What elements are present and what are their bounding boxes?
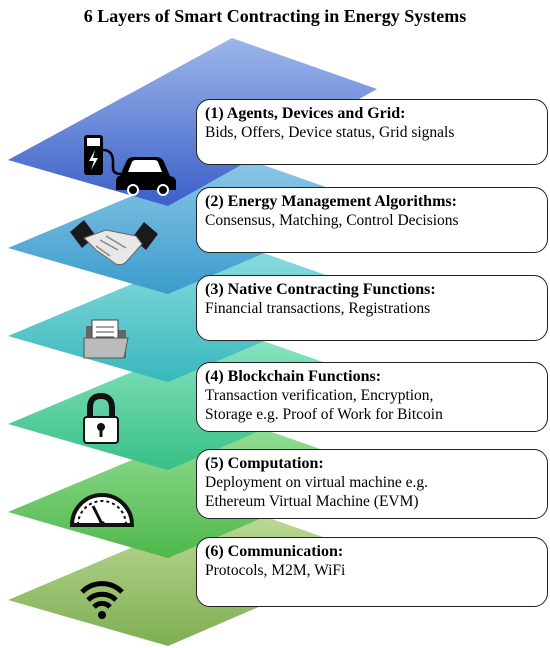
layer-5-box: (5) Computation: Deployment on virtual m… (196, 449, 548, 519)
layer-2-body: Consensus, Matching, Control Decisions (205, 212, 459, 229)
layer-4-heading: (4) Blockchain Functions: (205, 368, 382, 385)
layer-5-heading: (5) Computation: (205, 455, 324, 472)
layer-6-body: Protocols, M2M, WiFi (205, 562, 346, 579)
layer-1-heading: (1) Agents, Devices and Grid: (205, 105, 406, 122)
layer-3-body: Financial transactions, Registrations (205, 300, 431, 317)
ev-charging-car-icon (84, 135, 176, 196)
handshake-icon (70, 220, 158, 266)
layer-4-box: (4) Blockchain Functions: Transaction ve… (196, 362, 548, 432)
layer-2-box: (2) Energy Management Algorithms: Consen… (196, 187, 548, 253)
layer-1-body: Bids, Offers, Device status, Grid signal… (205, 124, 455, 141)
layer-5-body: Deployment on virtual machine e.g. Ether… (205, 474, 428, 510)
layer-3-box: (3) Native Contracting Functions: Financ… (196, 275, 548, 341)
layer-6-box: (6) Communication: Protocols, M2M, WiFi (196, 537, 548, 607)
padlock-icon (83, 392, 119, 444)
wifi-icon (80, 581, 124, 619)
layer-4-body: Transaction verification, Encryption, St… (205, 387, 443, 423)
layer-6-heading: (6) Communication: (205, 543, 344, 560)
speedometer-icon (69, 493, 135, 527)
layer-2-heading: (2) Energy Management Algorithms: (205, 193, 457, 210)
diagram-title: 6 Layers of Smart Contracting in Energy … (83, 6, 467, 26)
layer-1-box: (1) Agents, Devices and Grid: Bids, Offe… (196, 99, 548, 165)
folder-documents-icon (83, 319, 129, 359)
layer-3-heading: (3) Native Contracting Functions: (205, 281, 436, 298)
